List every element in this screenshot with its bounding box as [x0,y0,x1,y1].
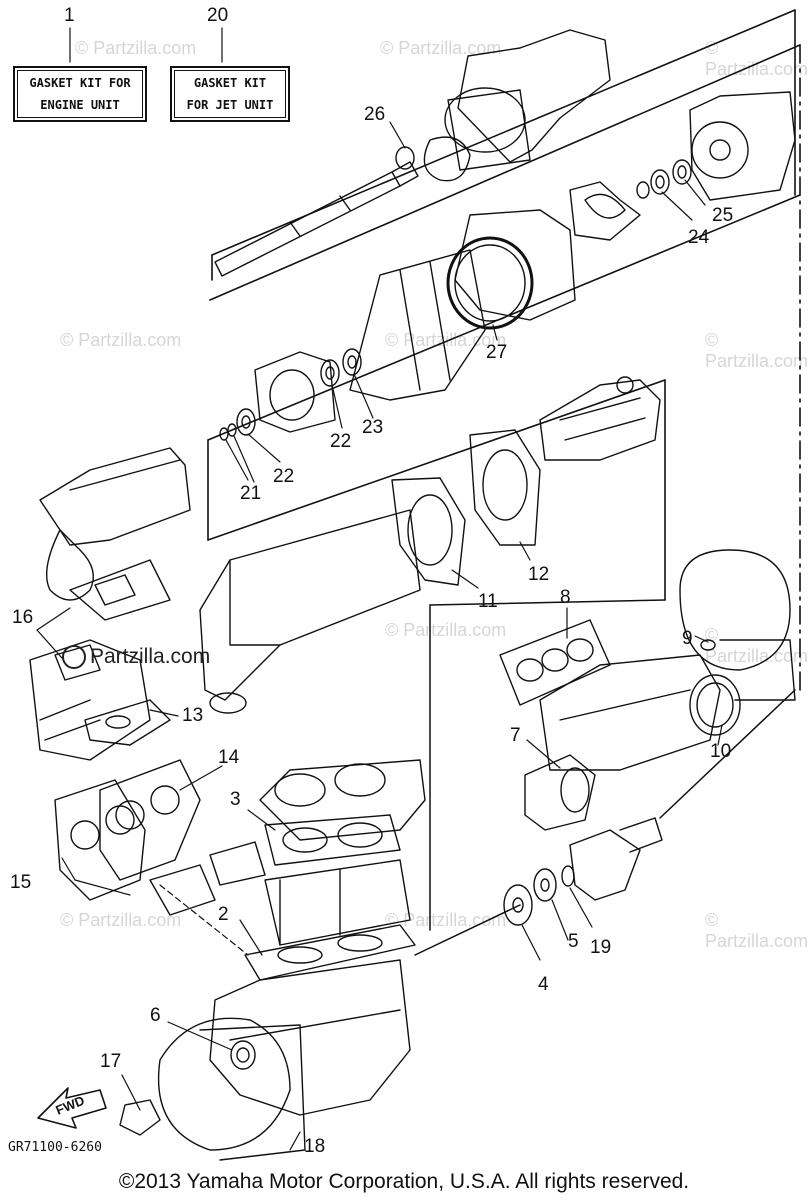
crankshaft [539,376,661,461]
exhaust-elbow-7 [524,754,596,831]
callout-14: 14 [218,747,240,768]
seal-22-lower [236,408,256,436]
callout-13: 13 [182,705,204,726]
watermark: © Partzilla.com [385,910,507,930]
gasket-10 [689,674,741,736]
callout-20: 20 [207,5,229,26]
seal-5 [533,868,557,902]
callout-5: 5 [568,931,579,952]
intake-manifold [29,639,151,761]
gasket-11 [391,477,466,586]
kit-label-line1: GASKET KIT [193,76,267,90]
jet-housing [423,29,611,182]
callout-25: 25 [712,205,734,226]
gasket-8 [499,619,611,706]
reference-code: GR71100-6260 [8,1140,102,1155]
callout-26: 26 [364,104,386,125]
muffler [39,447,191,601]
bearing-housing [254,351,336,433]
reed-valve [149,841,266,916]
o-rings-21 [219,423,237,441]
gasket-12 [469,429,541,546]
washer [636,181,650,199]
watermark-dark-text: Partzilla.com [90,645,211,668]
callout-15: 15 [10,872,32,893]
callout-6: 6 [150,1005,161,1026]
callout-3: 3 [230,789,241,810]
callout-21: 21 [240,483,262,504]
kit-label-line1: GASKET KIT FOR [29,76,131,90]
callout-2: 2 [218,904,229,925]
callout-12: 12 [528,564,550,585]
watermark: © Partzilla.com [60,910,182,930]
seal-24 [650,169,670,195]
callout-4: 4 [538,974,549,995]
callout-19: 19 [590,937,612,958]
output-housing [569,817,663,901]
kit-label-line2: ENGINE UNIT [40,98,120,112]
magneto-cover [157,1017,306,1161]
kit-label-jet: GASKET KIT FOR JET UNIT [170,66,290,122]
gasket-2 [244,924,416,981]
callout-11: 11 [478,591,498,612]
callout-17: 17 [100,1051,122,1072]
water-box [679,549,796,701]
oil-seal-6 [230,1040,256,1070]
o-ring-19 [561,865,575,887]
leader-lines [36,27,723,1151]
cylinder-block [264,859,411,946]
callout-22: 22 [330,431,352,452]
drive-shaft [214,161,419,277]
callout-8: 8 [560,587,571,608]
o-ring-26 [395,146,415,170]
seal-23 [342,348,362,376]
callout-16: 16 [12,607,34,628]
gasket-13 [84,699,171,746]
callout-9: 9 [682,628,693,649]
watermark: © Partzilla.com [705,910,808,951]
watermark: © Partzilla.com [385,620,507,640]
nozzle-duct [689,91,796,201]
washer-9 [700,639,716,651]
engine-boundary [414,599,796,956]
kit-label-engine: GASKET KIT FOR ENGINE UNIT [13,66,147,122]
watermark: © Partzilla.com [705,330,808,371]
exhaust-chamber [199,509,421,714]
kit-label-line2: FOR JET UNIT [186,98,274,112]
gasket-15 [54,779,146,901]
callout-1: 1 [64,5,75,26]
duct-cone [349,249,486,401]
gasket-14 [99,759,201,881]
fitting-17 [119,1099,161,1136]
watermark: © Partzilla.com [385,330,507,350]
callout-22: 22 [273,466,295,487]
watermark: © Partzilla.com [75,38,197,58]
seal-25 [672,159,692,185]
gasket-3 [264,814,401,866]
crankcase [209,959,411,1116]
callout-23: 23 [362,417,384,438]
watermark: © Partzilla.com [380,38,502,58]
fwd-arrow-icon: FWD [37,1087,107,1129]
callout-10: 10 [710,741,732,762]
callout-24: 24 [688,227,710,248]
impeller [569,181,641,241]
exhaust-manifold [539,654,721,771]
watermark: © Partzilla.com [60,330,182,350]
copyright-notice: ©2013 Yamaha Motor Corporation, U.S.A. A… [118,1170,690,1193]
coupler-4 [503,884,533,926]
callout-18: 18 [304,1136,326,1157]
watermark-dark: Partzilla.com [62,645,211,670]
intermediate-housing [446,209,576,330]
copyright-circle-icon [62,645,86,670]
cylinder-head [259,759,426,841]
seal-22-upper [320,359,340,387]
callout-27: 27 [486,342,508,363]
callout-7: 7 [510,725,521,746]
